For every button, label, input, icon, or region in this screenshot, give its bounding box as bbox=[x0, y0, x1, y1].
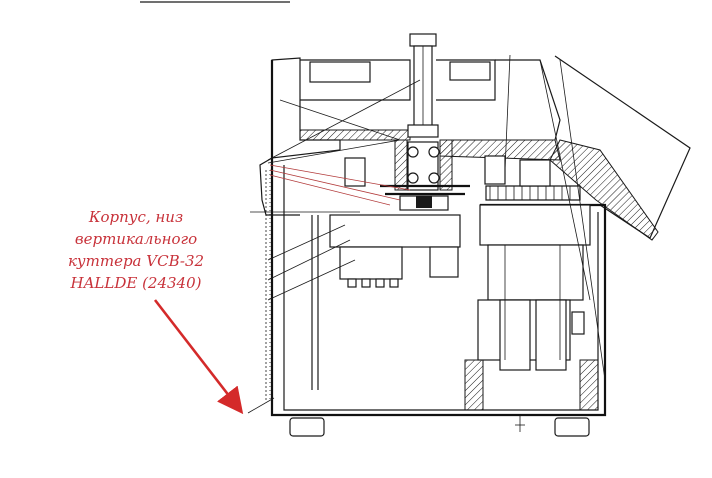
callout-arrow bbox=[153, 299, 244, 415]
callout-line-3: куттера VCB-32 bbox=[67, 252, 205, 270]
motor-plate bbox=[329, 214, 461, 288]
shaft bbox=[409, 33, 437, 127]
leader-lines bbox=[247, 54, 606, 414]
feet bbox=[289, 415, 590, 437]
callout-label: Корпус, низ вертикального куттера VCB-32… bbox=[48, 206, 224, 294]
callout-line-1: Корпус, низ bbox=[88, 208, 184, 226]
callout-line-2: вертикального bbox=[74, 230, 198, 248]
motor bbox=[464, 204, 599, 411]
lid bbox=[271, 55, 691, 241]
callout-line-4: HALLDE (24340) bbox=[70, 274, 202, 292]
bearing-assembly bbox=[299, 124, 561, 211]
